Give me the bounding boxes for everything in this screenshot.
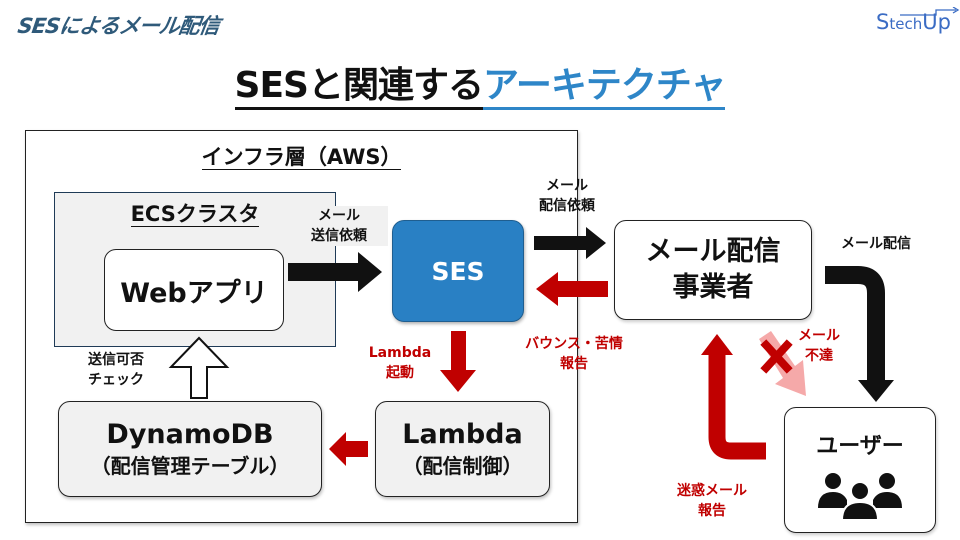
logo-arrow-icon: [900, 7, 960, 16]
arrow-provider-to-ses: [536, 272, 608, 306]
dynamodb-node[interactable]: DynamoDB （配信管理テーブル）: [58, 401, 322, 497]
lambda-trigger-label: Lambda 起動: [360, 343, 440, 383]
send-request-label-line2: 送信依頼: [311, 228, 367, 244]
undelivered-x-icon: [760, 339, 793, 374]
stechup-logo: StechUp: [876, 7, 960, 34]
arrow-spam-report: [708, 353, 766, 460]
mail-provider-line2: 事業者: [672, 272, 754, 303]
bounce-report-line1: バウンス・苦情: [525, 336, 623, 352]
ecs-cluster-title-text: ECSクラスタ: [130, 202, 260, 227]
lambda-node[interactable]: Lambda （配信制御）: [375, 401, 550, 497]
send-check-line1: 送信可否: [88, 352, 144, 368]
logo-s: S: [876, 10, 890, 34]
logo-tech: tech: [889, 15, 923, 33]
dynamodb-role: （配信管理テーブル）: [90, 454, 290, 478]
users-group-icon: [818, 473, 902, 520]
mail-provider-line1: メール配信: [645, 236, 781, 267]
lambda-role: （配信制御）: [402, 454, 523, 478]
ses-label: SES: [431, 256, 485, 286]
ecs-cluster-title: ECSクラスタ: [54, 198, 336, 228]
send-request-label: メール 送信依頼: [290, 206, 388, 246]
dynamodb-name: DynamoDB: [106, 419, 274, 450]
lambda-name: Lambda: [402, 419, 523, 450]
lambda-trigger-line1: Lambda: [368, 345, 432, 361]
send-check-line2: チェック: [88, 372, 144, 388]
user-node[interactable]: ユーザー: [784, 407, 936, 533]
undelivered-label: メール 不達: [786, 326, 852, 366]
spam-report-line2: 報告: [698, 503, 726, 519]
delivery-request-label: メール 配信依頼: [525, 176, 609, 216]
send-request-label-line1: メール: [318, 208, 360, 224]
infrastructure-title-text: インフラ層（AWS）: [201, 145, 402, 170]
bounce-report-label: バウンス・苦情 報告: [512, 334, 636, 374]
undelivered-line1: メール: [798, 328, 840, 344]
mail-provider-node[interactable]: メール配信 事業者: [614, 220, 812, 320]
page-title-blue: アーキテクチャ: [482, 65, 726, 110]
lambda-trigger-line2: 起動: [386, 365, 414, 381]
arrow-dynamodb-to-webapp: [168, 336, 230, 399]
page-title-black: SESと関連する: [234, 65, 484, 110]
spam-report-label: 迷惑メール 報告: [662, 481, 762, 521]
mail-delivery-label: メール配信: [826, 234, 926, 254]
arrow-ses-to-provider: [534, 227, 606, 259]
infrastructure-frame: [25, 130, 578, 523]
arrow-provider-to-user: [825, 266, 885, 382]
arrow-ses-to-lambda: [440, 331, 476, 392]
delivery-request-line1: メール: [546, 178, 588, 194]
spam-report-line1: 迷惑メール: [677, 483, 747, 499]
webapp-label: Webアプリ: [120, 277, 268, 309]
undelivered-line2: 不達: [805, 348, 833, 364]
infrastructure-title: インフラ層（AWS）: [25, 141, 578, 171]
delivery-request-line2: 配信依頼: [539, 198, 595, 214]
mail-delivery-line1: メール配信: [841, 236, 911, 252]
bounce-report-line2: 報告: [560, 356, 588, 372]
user-label: ユーザー: [816, 434, 904, 459]
page-title: SESと関連するアーキテクチャ: [0, 56, 960, 110]
webapp-node[interactable]: Webアプリ: [104, 249, 284, 331]
arrow-lambda-to-dynamodb: [329, 432, 368, 466]
ses-node[interactable]: SES: [392, 220, 524, 322]
arrow-webapp-to-ses: [288, 252, 382, 292]
send-check-label: 送信可否 チェック: [70, 350, 162, 390]
